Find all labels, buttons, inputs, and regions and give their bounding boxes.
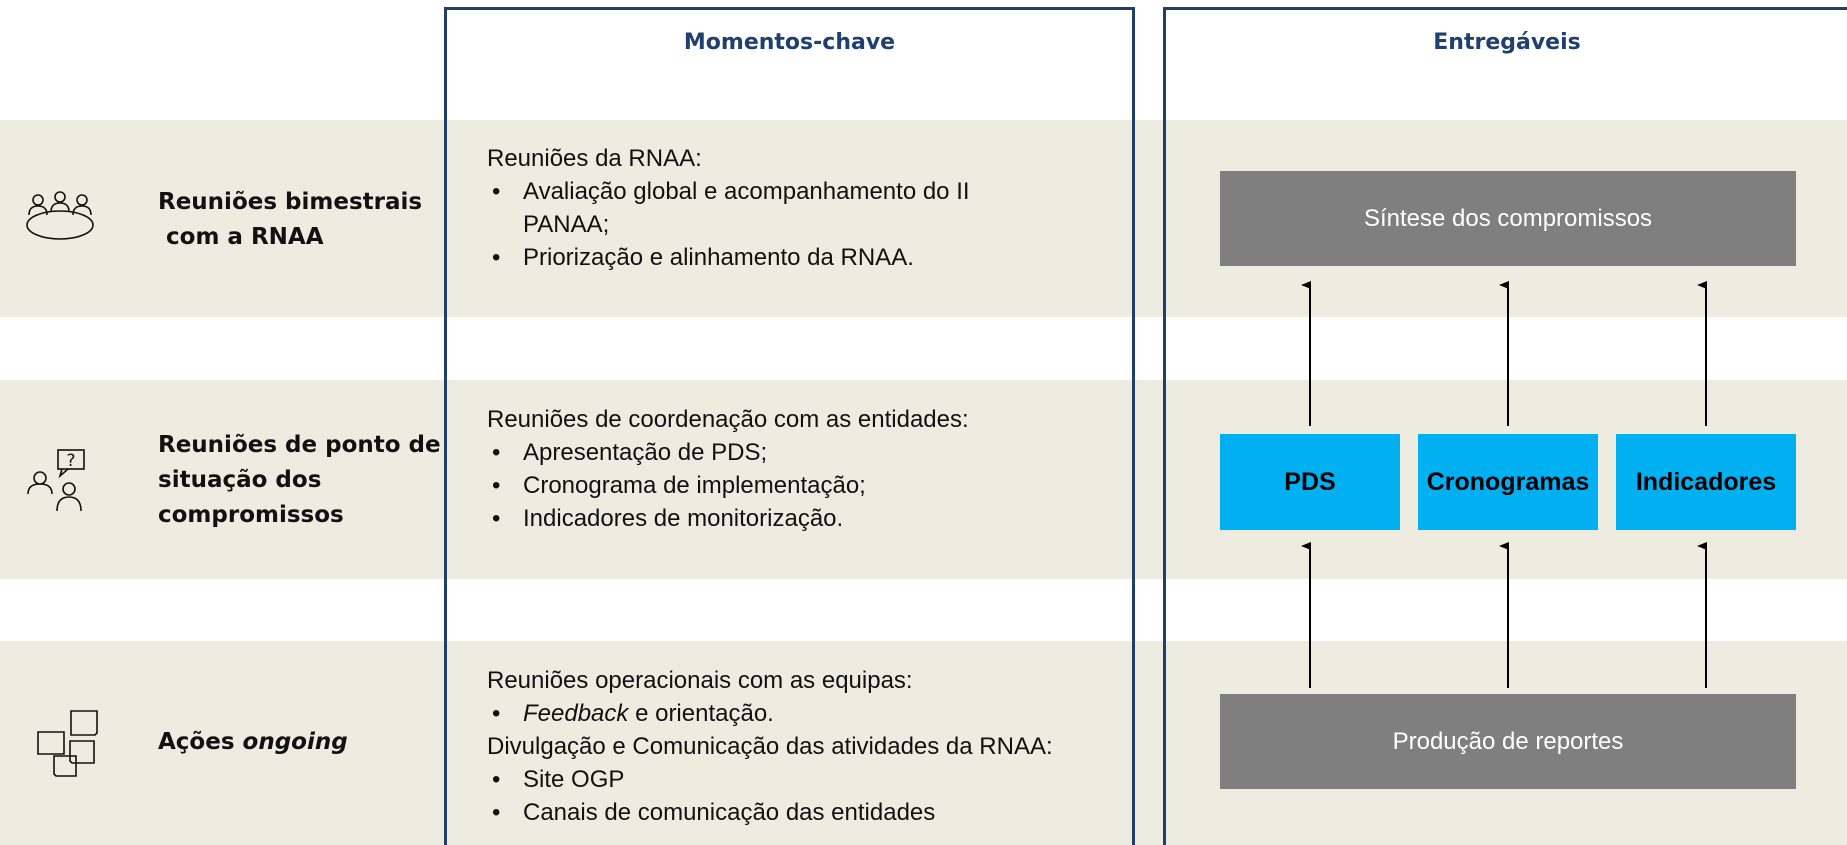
row-1-title-line-1: Reuniões bimestrais [158, 189, 423, 215]
sticky-notes-icon [37, 710, 98, 777]
list-item: Indicadores de monitorização. [487, 502, 969, 535]
row-3-title-italic: ongoing [242, 729, 348, 755]
row-3-moments-intro-2: Divulgação e Comunicação das atividades … [487, 733, 1053, 760]
meeting-table-icon [26, 191, 94, 240]
moments-column-header: Momentos-chave [683, 30, 896, 55]
feedback-italic: Feedback [523, 700, 629, 727]
row-2-title: Reuniões de ponto de situação dos compro… [158, 428, 441, 533]
list-item: Site OGP [487, 763, 1053, 796]
row-1-moments-list: Avaliação global e acompanhamento do II … [487, 175, 1087, 274]
row-3-moments-intro: Reuniões operacionais com as equipas: [487, 667, 913, 694]
list-item: Avaliação global e acompanhamento do II … [487, 175, 1053, 241]
deliverable-cronogramas: Cronogramas [1418, 434, 1598, 530]
list-item: Apresentação de PDS; [487, 436, 969, 469]
feedback-rest: e orientação. [628, 700, 774, 727]
people-question-icon: ? [27, 449, 85, 512]
svg-text:?: ? [66, 451, 75, 471]
row-2-title-line-1: Reuniões de ponto de [158, 432, 441, 458]
row-2-title-line-2: situação dos [158, 467, 322, 493]
list-item: Priorização e alinhamento da RNAA. [487, 241, 1087, 274]
row-3-title: Ações ongoing [158, 725, 348, 760]
row-2-moments-intro: Reuniões de coordenação com as entidades… [487, 406, 969, 433]
list-item: Canais de comunicação das entidades [487, 796, 1053, 829]
row-3-moments-list-2: Site OGP Canais de comunicação das entid… [487, 763, 1053, 829]
synthesis-box: Síntese dos compromissos [1220, 171, 1796, 266]
list-item: Feedback e orientação. [487, 697, 1053, 730]
row-3-title-prefix: Ações [158, 729, 243, 755]
deliverables-column-header: Entregáveis [1433, 30, 1581, 55]
row-1-title: Reuniões bimestrais com a RNAA [158, 185, 422, 255]
row-1-title-line-2: com a RNAA [158, 224, 324, 250]
row-2-moments: Reuniões de coordenação com as entidades… [487, 403, 969, 535]
list-item: Cronograma de implementação; [487, 469, 969, 502]
row-2-moments-list: Apresentação de PDS; Cronograma de imple… [487, 436, 969, 535]
row-3-moments: Reuniões operacionais com as equipas: Fe… [487, 664, 1053, 829]
row-3-moments-list-1: Feedback e orientação. [487, 697, 1053, 730]
reports-box: Produção de reportes [1220, 694, 1796, 789]
deliverable-pds: PDS [1220, 434, 1400, 530]
deliverables-column-frame [1163, 7, 1847, 845]
moments-column-frame [444, 7, 1135, 845]
row-2-title-line-3: compromissos [158, 502, 344, 528]
row-1-moments-intro: Reuniões da RNAA: [487, 145, 702, 172]
deliverable-indicadores: Indicadores [1616, 434, 1796, 530]
row-1-moments: Reuniões da RNAA: Avaliação global e aco… [487, 142, 1087, 274]
